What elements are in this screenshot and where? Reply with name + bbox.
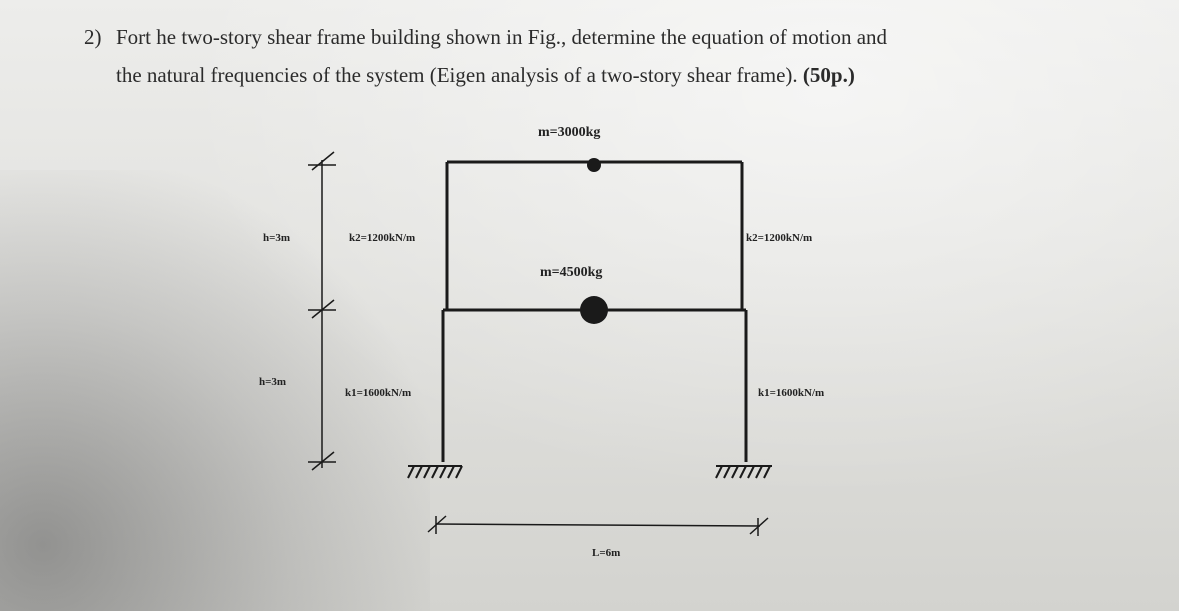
height-dimension	[308, 151, 336, 471]
k2-right-label: k2=1200kN/m	[746, 232, 812, 244]
right-fixed-support	[715, 465, 772, 479]
bottom-mass-dot	[580, 296, 608, 324]
lower-story-height-label: h=3m	[259, 376, 286, 388]
span-dimension	[427, 515, 769, 536]
top-mass-label: m=3000kg	[538, 125, 600, 140]
k1-left-label: k1=1600kN/m	[345, 387, 411, 399]
question-points: (50p.)	[802, 63, 855, 87]
left-fixed-support	[407, 465, 463, 479]
question-text: 2) Fort he two-story shear frame building…	[84, 18, 1144, 94]
k2-left-label: k2=1200kN/m	[349, 232, 415, 244]
k1-right-label: k1=1600kN/m	[758, 387, 824, 399]
question-number: 2)	[84, 25, 102, 49]
question-line-2-text: the natural frequencies of the system (E…	[116, 63, 803, 87]
question-line-2: the natural frequencies of the system (E…	[84, 56, 1144, 94]
question-line-1-text: Fort he two-story shear frame building s…	[116, 25, 888, 49]
upper-story-height-label: h=3m	[263, 232, 290, 244]
span-label: L=6m	[592, 547, 620, 559]
bottom-mass-label: m=4500kg	[540, 265, 602, 280]
top-mass-dot	[587, 158, 601, 172]
question-line-1: 2) Fort he two-story shear frame building…	[84, 18, 1144, 56]
